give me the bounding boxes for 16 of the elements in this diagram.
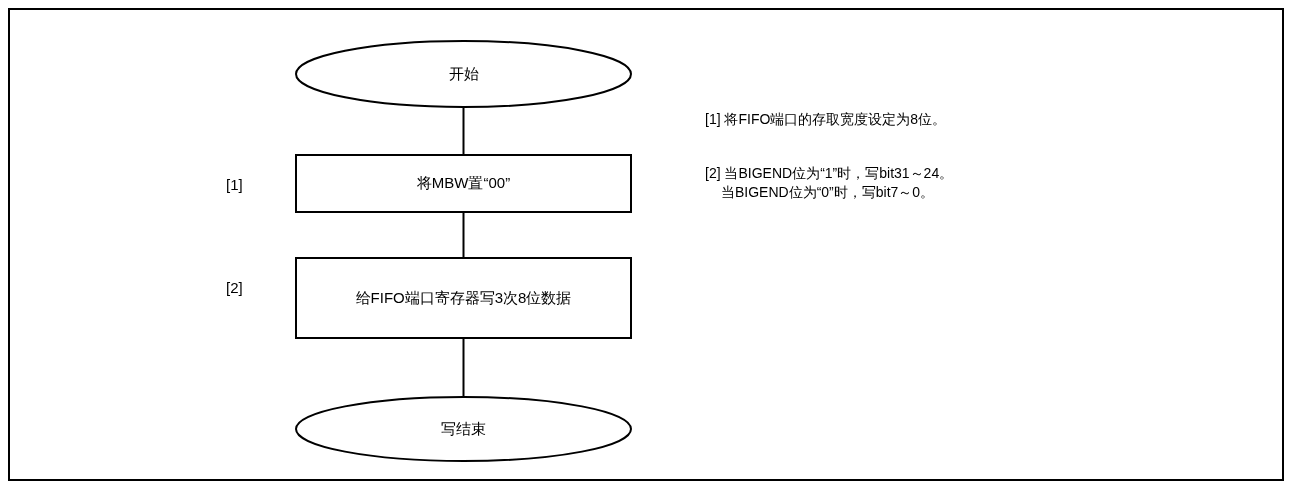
note-text: [1] 将FIFO端口的存取宽度设定为8位。 <box>705 110 947 129</box>
step-number: [2] <box>226 278 243 298</box>
connector-line <box>462 338 465 397</box>
note-text: [2] 当BIGEND位为“1”时，写bit31～24。 <box>705 164 954 183</box>
note-text: 当BIGEND位为“0”时，写bit7～0。 <box>721 183 935 202</box>
node-text: 写结束 <box>441 418 486 439</box>
connector-line <box>462 107 465 155</box>
node-text: 给FIFO端口寄存器写3次8位数据 <box>355 287 572 308</box>
step-number: [1] <box>226 175 243 195</box>
process-box <box>295 154 632 213</box>
node-text: 将MBW置“00” <box>416 173 511 194</box>
connector-line <box>462 212 465 258</box>
terminal-ellipse <box>295 396 632 462</box>
node-text: 开始 <box>448 63 479 84</box>
terminal-ellipse <box>295 40 632 108</box>
process-box <box>295 257 632 339</box>
